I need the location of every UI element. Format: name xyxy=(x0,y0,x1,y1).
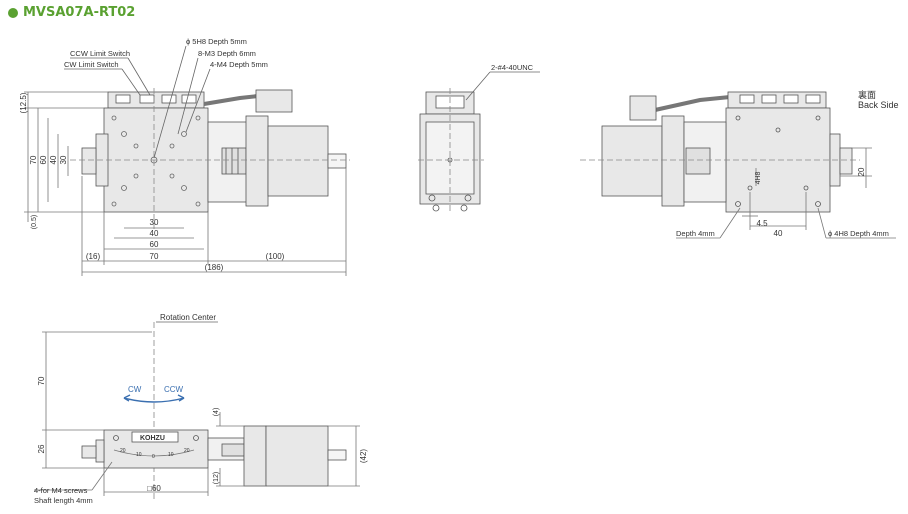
dim-60-h: 60 xyxy=(150,240,159,249)
back-view: 裏面 Back Side 4H8 20 4.5 40 Depth 4mm ϕ 4… xyxy=(580,89,899,239)
hole-m3-label: 8-M3 Depth 6mm xyxy=(198,49,256,58)
front-view: 2-#4-40UNC xyxy=(418,63,540,214)
rotation-center-label: Rotation Center xyxy=(160,313,216,322)
ccw-label: CCW xyxy=(164,385,184,394)
scale-10-left: 10 xyxy=(136,452,142,458)
dim-0-5: (0.5) xyxy=(31,215,38,229)
hole-m4-label: 4-M4 Depth 5mm xyxy=(210,60,268,69)
dim-60-v: 60 xyxy=(39,155,48,164)
cw-limit-switch-label: CW Limit Switch xyxy=(64,60,119,69)
scale-0: 0 xyxy=(152,454,155,460)
top-view: (12.5) 70 60 40 30 (0.5) 30 40 60 (16) 7… xyxy=(19,37,350,276)
brand-label: KOHZU xyxy=(140,435,165,442)
dim-42: (42) xyxy=(359,449,368,464)
scale-20-right: 20 xyxy=(184,448,190,454)
connector-plug xyxy=(255,89,293,113)
cw-label: CW xyxy=(128,385,142,394)
motor-back xyxy=(601,125,663,197)
scale-20-left: 20 xyxy=(120,448,126,454)
scale-10-right: 10 xyxy=(168,452,174,458)
hole-5h8-label: ϕ 5H8 Depth 5mm xyxy=(186,37,247,46)
dim-4-5: 4.5 xyxy=(756,219,768,228)
dim-4-side: (4) xyxy=(213,408,220,417)
dim-186: (186) xyxy=(205,263,224,272)
dim-20: 20 xyxy=(857,167,866,176)
dim-100: (100) xyxy=(266,252,285,261)
dim-sq60: □60 xyxy=(147,484,161,493)
depth-4mm-label: Depth 4mm xyxy=(676,229,715,238)
dim-16: (16) xyxy=(86,252,101,261)
dim-70-side: 70 xyxy=(37,376,46,385)
dim-12-side: (12) xyxy=(213,472,220,484)
back-side-label-jp: 裏面 xyxy=(858,89,876,100)
title-text: MVSA07A-RT02 xyxy=(23,5,136,20)
unc-thread-label: 2-#4-40UNC xyxy=(491,63,534,72)
back-side-label: Back Side xyxy=(858,100,899,110)
motor-top xyxy=(267,125,329,197)
dim-40-back: 40 xyxy=(774,229,783,238)
dim-4h8: 4H8 xyxy=(755,171,762,184)
title-bullet-icon xyxy=(8,7,18,18)
hole-4h8-label: ϕ 4H8 Depth 4mm xyxy=(828,229,889,238)
back-connector-plug xyxy=(629,95,657,121)
dim-40-v: 40 xyxy=(49,155,58,164)
dim-40-h: 40 xyxy=(150,229,159,238)
ccw-limit-switch-label: CCW Limit Switch xyxy=(70,49,130,58)
dim-12-5: (12.5) xyxy=(19,92,28,113)
screw-note: 4-for M4 screws xyxy=(34,486,88,495)
dim-70-h: 70 xyxy=(150,252,159,261)
dim-30-h: 30 xyxy=(150,218,159,227)
page-title: MVSA07A-RT02 xyxy=(8,5,135,20)
side-view: Rotation Center CW CCW KOHZU 20 10 0 10 … xyxy=(34,313,368,505)
dim-26: 26 xyxy=(37,444,46,453)
shaft-note: Shaft length 4mm xyxy=(34,496,93,505)
dim-30-v: 30 xyxy=(59,155,68,164)
dim-70-v: 70 xyxy=(29,155,38,164)
motor-side xyxy=(265,425,329,487)
